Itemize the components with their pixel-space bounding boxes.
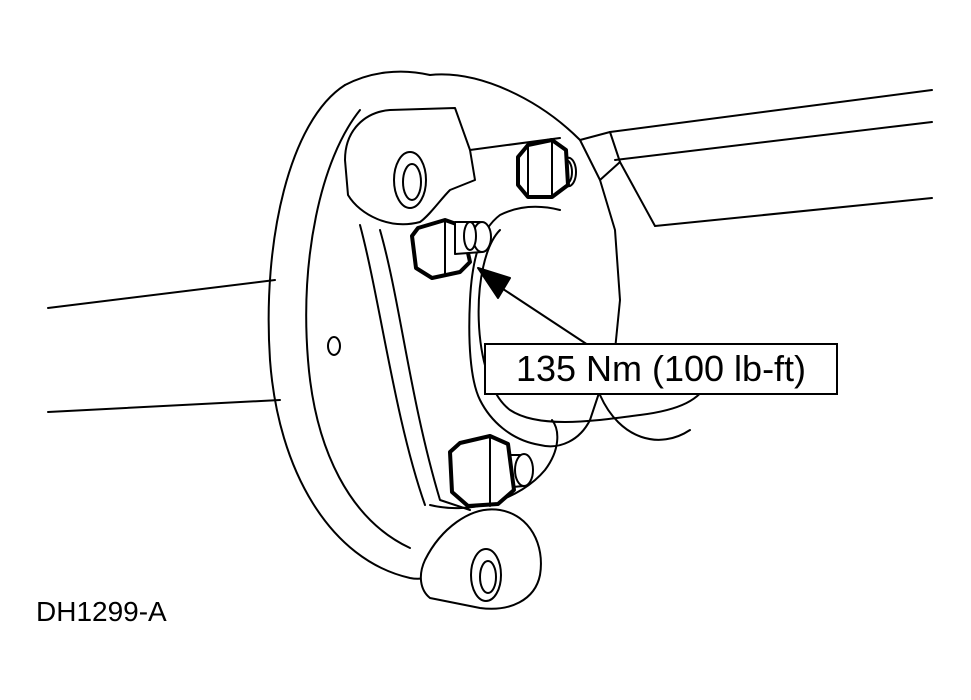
callout-arrowhead [477,267,511,299]
figure-id-label: DH1299-A [36,596,167,627]
yoke-edge-line-2 [599,161,621,181]
torque-callout-text: 135 Nm (100 lb-ft) [515,348,807,389]
middle-nut [410,218,492,280]
shaft-end-curve [599,394,691,441]
yoke-lower-flange-curve [429,419,559,509]
callout-leader-line [496,284,589,346]
torque-callout-box: 135 Nm (100 lb-ft) [484,343,838,395]
yoke-edge-line [579,131,611,141]
yoke-lower-ear-hole-inner [479,560,497,594]
flange-small-hole [327,336,341,356]
upper-right-nut [516,138,577,199]
yoke-arm-diagonal-inner [359,224,426,506]
axle-tube-lower-line [47,399,281,413]
yoke-upper-ear-hole-inner [402,163,422,201]
flange-inner-edge [305,109,411,549]
yoke-hub-curve [477,229,711,423]
axle-tube-upper-line [47,279,276,309]
driveshaft-tube [609,89,933,227]
yoke-arm-diagonal [379,229,471,511]
lower-nut [448,434,534,508]
outer-flange-disc [267,84,435,580]
outer-flange-rim [344,70,431,86]
